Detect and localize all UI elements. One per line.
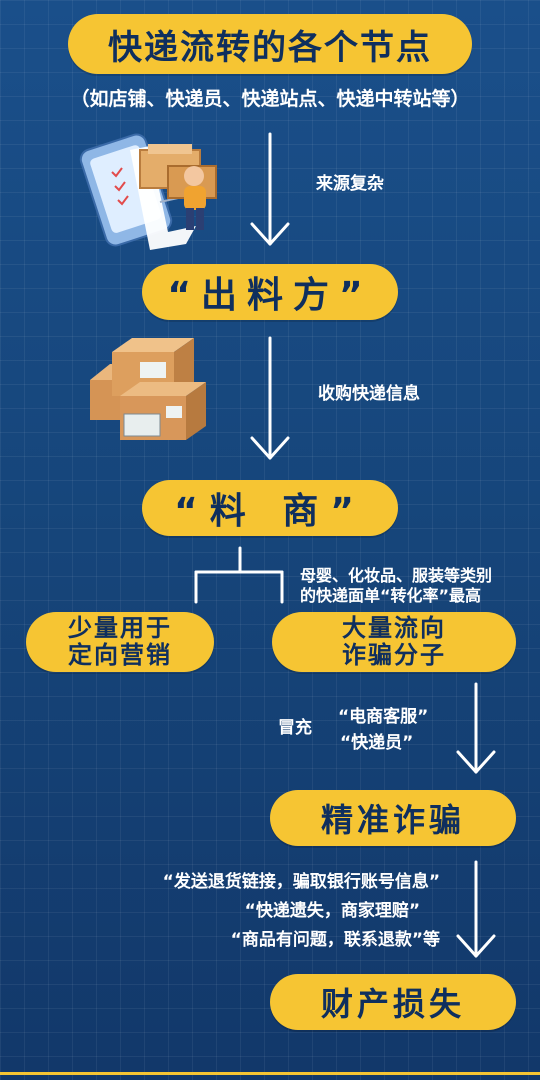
node-property-loss: 财产损失 [270, 974, 516, 1030]
node-dealer: “料 商” [142, 480, 398, 536]
phone-delivery-illustration [79, 133, 217, 250]
edge-label-conversion: 母婴、化妆品、服装等类别 的快递面单“转化率”最高 [300, 566, 492, 606]
conversion-line-1: 母婴、化妆品、服装等类别 [300, 566, 493, 585]
node-precise-fraud: 精准诈骗 [270, 790, 516, 846]
fraud-script-1: “发送退货链接，骗取银行账号信息” [162, 872, 440, 892]
role-line-2: “快递员” [340, 733, 414, 753]
diagram-title: 快递流转的各个节点 [68, 14, 472, 74]
node-small-use: 少量用于 定向营销 [26, 612, 214, 672]
edge-label-impersonate: 冒充 [278, 718, 312, 738]
bottom-rule [0, 1072, 540, 1075]
edge-label-buy-info: 收购快递信息 [318, 384, 420, 404]
edge-label-fraud-scripts: “发送退货链接，骗取银行账号信息” “快递遗失，商家理赔” “商品有问题，联系退… [40, 868, 440, 955]
large-flow-line-2: 诈骗分子 [342, 641, 446, 669]
small-use-line-2: 定向营销 [68, 641, 172, 669]
diagram-subtitle: （如店铺、快递员、快递站点、快递中转站等） [70, 88, 470, 110]
fraud-script-3: “商品有问题，联系退款”等 [230, 930, 440, 950]
arrow-head-3 [456, 750, 496, 774]
fraud-script-2: “快递遗失，商家理赔” [244, 901, 420, 921]
conversion-line-2: 的快递面单“转化率”最高 [300, 586, 482, 605]
large-flow-line-1: 大量流向 [342, 614, 446, 642]
arrow-head-2 [250, 436, 290, 460]
stacked-boxes-illustration [90, 338, 206, 440]
node-source: “出料方” [142, 264, 398, 320]
arrow-head-4 [456, 934, 496, 958]
node-large-flow: 大量流向 诈骗分子 [272, 612, 516, 672]
edge-label-complex-source: 来源复杂 [316, 174, 384, 194]
small-use-line-1: 少量用于 [68, 614, 172, 642]
arrow-head-1 [250, 222, 290, 246]
edge-label-roles: “电商客服” “快递员” [338, 704, 428, 756]
role-line-1: “电商客服” [338, 707, 429, 727]
